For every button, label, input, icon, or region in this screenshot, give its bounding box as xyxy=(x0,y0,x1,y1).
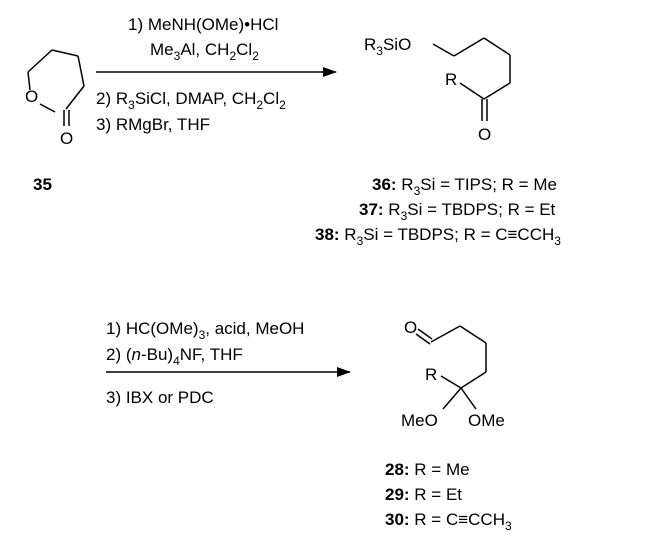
compound-entry-29: 29: R = Et xyxy=(385,485,462,504)
reagent-3: 3) RMgBr, THF xyxy=(96,115,210,134)
compound-entry-37: 37: R3Si = TBDPS; R = Et xyxy=(359,200,556,223)
methoxy-right: OMe xyxy=(468,411,505,430)
compound-entry-38: 38: R3Si = TBDPS; R = C≡CCH3 xyxy=(315,225,561,248)
ketone-chain-structure xyxy=(432,37,511,121)
reagent-5: 2) (n-Bu)4NF, THF xyxy=(106,345,243,368)
ketone-oxygen: O xyxy=(478,125,491,144)
acetal-r-group: R xyxy=(425,365,437,384)
lactone-ring-oxygen: O xyxy=(25,87,38,106)
lactone-carbonyl-oxygen: O xyxy=(60,129,73,148)
compound-list-36-38: 36: R3Si = TIPS; R = Me 37: R3Si = TBDPS… xyxy=(315,175,561,248)
reagent-1-line1: 1) MeNH(OMe)•HCl xyxy=(128,15,278,34)
compound-entry-36: 36: R3Si = TIPS; R = Me xyxy=(372,175,557,198)
reagent-6: 3) IBX or PDC xyxy=(106,388,214,407)
compound-label-35: 35 xyxy=(33,175,52,194)
methoxy-left: MeO xyxy=(401,411,438,430)
lactone-structure-35 xyxy=(27,49,85,126)
compound-list-28-30: 28: R = Me 29: R = Et 30: R = C≡CCH3 xyxy=(385,460,512,533)
reagent-1-line2: Me3Al, CH2Cl2 xyxy=(150,40,259,63)
silyl-ether-label: R3SiO xyxy=(364,35,411,58)
ketone-r-group: R xyxy=(445,70,457,89)
acetal-aldehyde-structure xyxy=(415,325,487,410)
aldehyde-oxygen: O xyxy=(404,318,417,337)
reagent-4: 1) HC(OMe)3, acid, MeOH xyxy=(106,319,304,342)
compound-entry-28: 28: R = Me xyxy=(385,460,470,479)
compound-entry-30: 30: R = C≡CCH3 xyxy=(385,510,512,533)
reagent-2: 2) R3SiCl, DMAP, CH2Cl2 xyxy=(96,89,286,112)
